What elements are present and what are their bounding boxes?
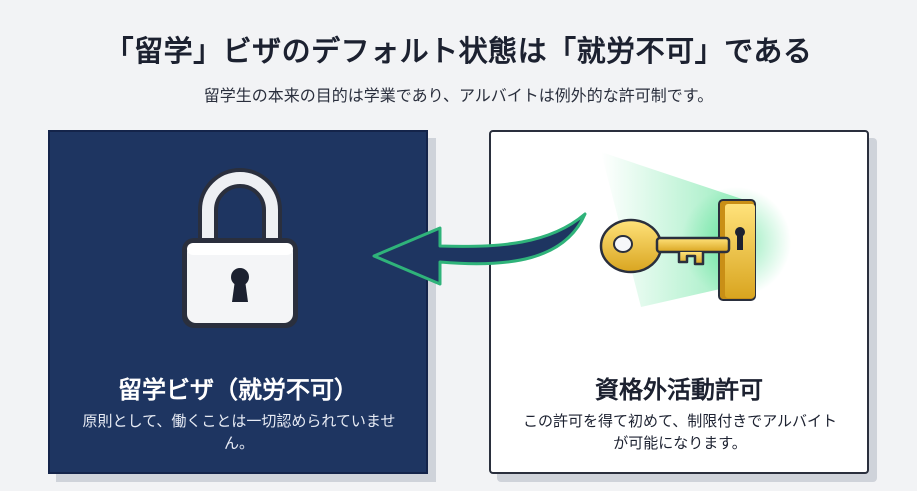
work-permission-description: この許可を得て初めて、制限付きでアルバイトが可能になります。 [522,412,838,452]
key-icon [599,152,791,307]
work-permission-title: 資格外活動許可 [595,376,763,404]
student-visa-title: 留学ビザ（就労不可） [118,376,358,404]
work-permission-panel: 資格外活動許可 この許可を得て初めて、制限付きでアルバイトが可能になります。 [489,130,869,474]
curved-arrow-icon [372,212,587,286]
page-title: 「留学」ビザのデフォルト状態は「就労不可」である [104,34,813,68]
padlock-icon [182,168,298,328]
page-subtitle: 留学生の本来の目的は学業であり、アルバイトは例外的な許可制です。 [203,86,714,105]
student-visa-description: 原則として、働くことは一切認められていません。 [82,412,396,452]
student-visa-panel: 留学ビザ（就労不可） 原則として、働くことは一切認められていません。 [48,130,428,474]
